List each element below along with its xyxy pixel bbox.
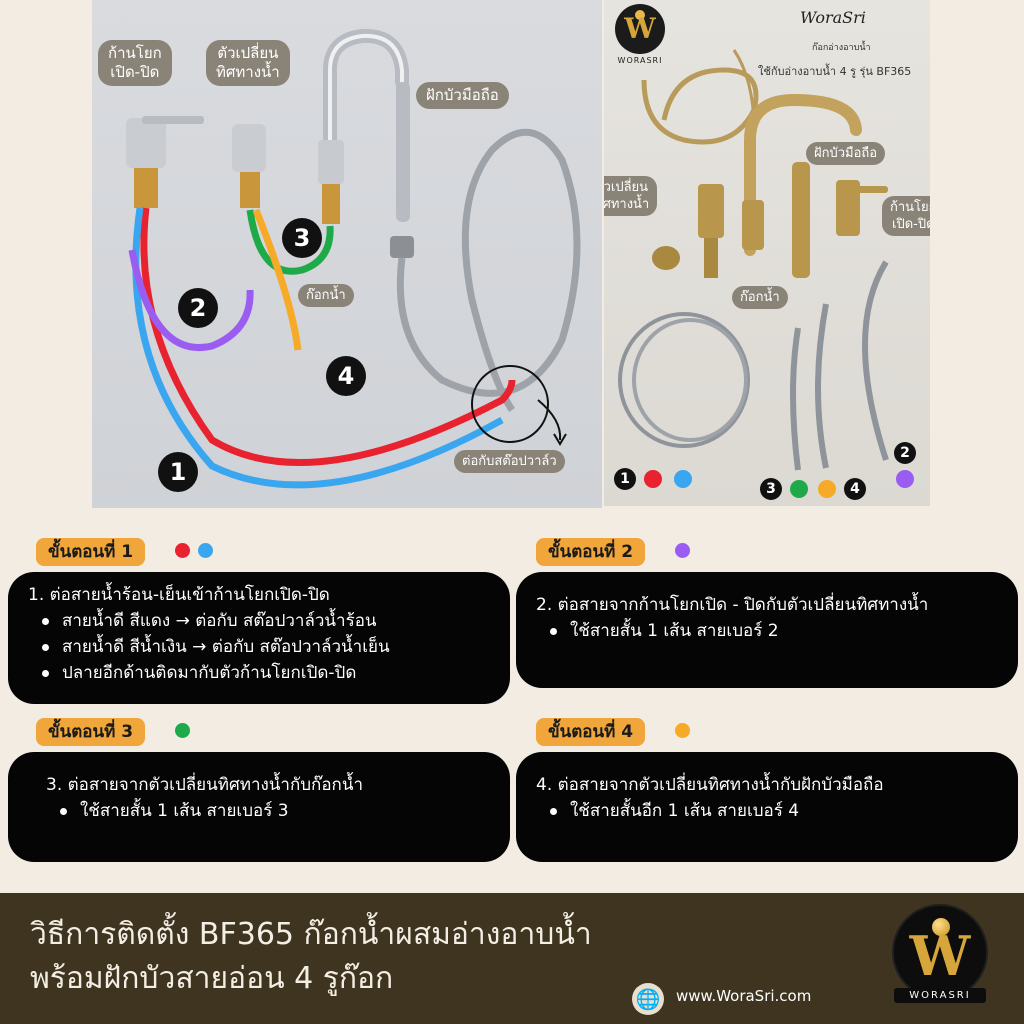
step-2-box: 2. ต่อสายจากก้านโยกเปิด - ปิดกับตัวเปลี่… (516, 572, 1018, 688)
step-3-box: 3. ต่อสายจากตัวเปลี่ยนทิศทางน้ำกับก๊อกน้… (8, 752, 510, 862)
faucet-hoses-illustration (126, 28, 581, 489)
color-dot-green (790, 480, 808, 498)
color-dot-purple (896, 470, 914, 488)
product-parts-illustration (618, 49, 889, 471)
step-2-list: ใช้สายสั้น 1 เส้น สายเบอร์ 2 (548, 618, 998, 644)
step-1-list: สายน้ำดี สีแดง → ต่อกับ สต๊อปวาล์วน้ำร้อ… (40, 608, 490, 686)
step-3-heading: 3. ต่อสายจากตัวเปลี่ยนทิศทางน้ำกับก๊อกน้… (46, 775, 364, 795)
step-1-dot-red (175, 543, 190, 558)
step-3-list: ใช้สายสั้น 1 เส้น สายเบอร์ 3 (58, 798, 490, 824)
step-1-tag: ขั้นตอนที่ 1 (36, 538, 146, 566)
step-1-item: ปลายอีกด้านติดมากับตัวก้านโยกเปิด-ปิด (40, 660, 490, 686)
step-3-item: ใช้สายสั้น 1 เส้น สายเบอร์ 3 (58, 798, 490, 824)
step-4-list: ใช้สายสั้นอีก 1 เส้น สายเบอร์ 4 (548, 798, 998, 824)
label-diverter: ตัวเปลี่ยนทิศทางน้ำ (206, 40, 290, 86)
hose-badge-1: 1 (158, 452, 198, 492)
step-4-tag: ขั้นตอนที่ 4 (536, 718, 646, 746)
label-diverter-right: ตัวเปลี่ยนทิศทางน้ำ (604, 176, 658, 216)
footer-banner: วิธีการติดตั้ง BF365 ก๊อกน้ำผสมอ่างอาบน้… (0, 893, 1024, 1024)
part-badge-1: 1 (614, 468, 636, 490)
color-dot-orange (818, 480, 836, 498)
label-handshower: ฝักบัวมือถือ (416, 82, 509, 109)
label-handshower-right: ฝักบัวมือถือ (806, 142, 886, 165)
color-dot-blue (674, 470, 692, 488)
step-1-item: สายน้ำดี สีแดง → ต่อกับ สต๊อปวาล์วน้ำร้อ… (40, 608, 490, 634)
website-link[interactable]: www.WoraSri.com (676, 987, 812, 1005)
step-1-box: 1. ต่อสายน้ำร้อน-เย็นเข้าก้านโยกเปิด-ปิด… (8, 572, 510, 704)
step-1-heading: 1. ต่อสายน้ำร้อน-เย็นเข้าก้านโยกเปิด-ปิด (28, 585, 330, 605)
step-4-dot-orange (675, 723, 690, 738)
brand-logo-large: W WORASRI (888, 904, 992, 1016)
part-badge-4: 4 (844, 478, 866, 500)
step-2-dot-purple (675, 543, 690, 558)
part-badge-2: 2 (894, 442, 916, 464)
step-4-item: ใช้สายสั้นอีก 1 เส้น สายเบอร์ 4 (548, 798, 998, 824)
step-3-tag: ขั้นตอนที่ 3 (36, 718, 146, 746)
installation-photo-left: ก้านโยกเปิด-ปิด ตัวเปลี่ยนทิศทางน้ำ ฝักบ… (92, 0, 602, 508)
step-4-heading: 4. ต่อสายจากตัวเปลี่ยนทิศทางน้ำกับฝักบัว… (536, 775, 884, 795)
label-stop-valve: ต่อกับสต๊อปวาล์ว (454, 450, 565, 473)
product-subtitle: ก๊อกอ่างอาบน้ำ (812, 43, 871, 53)
step-2-tag: ขั้นตอนที่ 2 (536, 538, 646, 566)
brand-logo-small: W WORASRI (612, 4, 668, 70)
label-lever: ก้านโยกเปิด-ปิด (98, 40, 172, 86)
footer-title-line2: พร้อมฝักบัวสายอ่อน 4 รูก๊อก (30, 961, 394, 996)
step-4-box: 4. ต่อสายจากตัวเปลี่ยนทิศทางน้ำกับฝักบัว… (516, 752, 1018, 862)
label-lever-right: ก้านโยกเปิด-ปิด (882, 196, 930, 236)
globe-icon: 🌐 (632, 983, 664, 1015)
step-1-item: สายน้ำดี สีน้ำเงิน → ต่อกับ สต๊อปวาล์วน้… (40, 634, 490, 660)
label-spout-right: ก๊อกน้ำ (732, 286, 788, 309)
step-1-dot-blue (198, 543, 213, 558)
color-dot-red (644, 470, 662, 488)
hose-badge-3: 3 (282, 218, 322, 258)
step-2-item: ใช้สายสั้น 1 เส้น สายเบอร์ 2 (548, 618, 998, 644)
part-badge-3: 3 (760, 478, 782, 500)
product-photo-right: ฝักบัวมือถือ ตัวเปลี่ยนทิศทางน้ำ ก้านโยก… (604, 0, 930, 506)
hose-badge-2: 2 (178, 288, 218, 328)
footer-title-line1: วิธีการติดตั้ง BF365 ก๊อกน้ำผสมอ่างอาบน้… (30, 917, 592, 952)
label-spout: ก๊อกน้ำ (298, 284, 354, 307)
step-3-dot-green (175, 723, 190, 738)
step-2-heading: 2. ต่อสายจากก้านโยกเปิด - ปิดกับตัวเปลี่… (536, 595, 929, 615)
brand-name: WoraSri (800, 8, 866, 27)
hose-badge-4: 4 (326, 356, 366, 396)
product-model-note: ใช้กับอ่างอาบน้ำ 4 รู รุ่น BF365 (758, 65, 912, 78)
